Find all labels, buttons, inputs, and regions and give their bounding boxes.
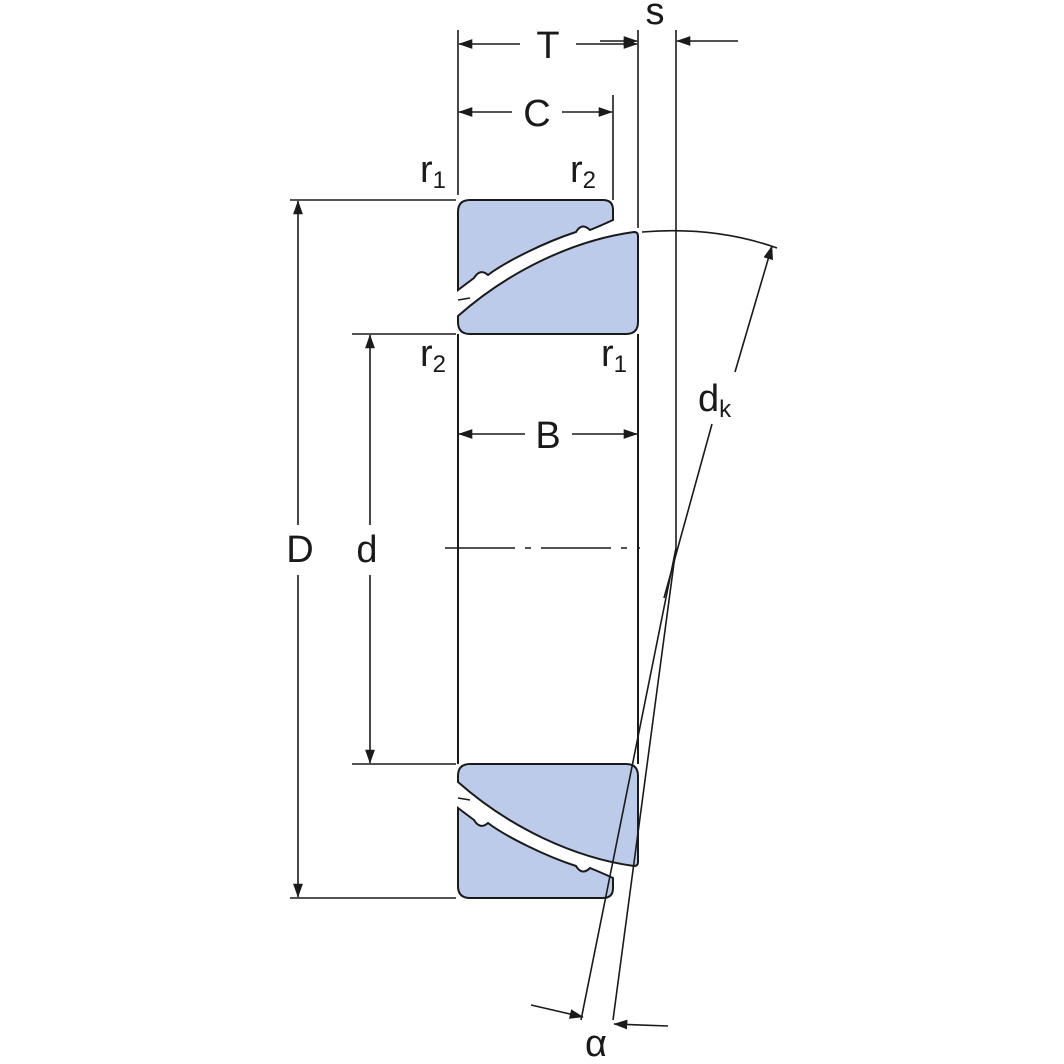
dimension-arrows xyxy=(293,36,773,1030)
label-r2-bottom: r2 xyxy=(420,333,446,378)
top-section xyxy=(457,199,639,335)
bottom-section xyxy=(457,763,639,899)
bottom-inner-ring xyxy=(457,763,639,868)
label-r1-top: r1 xyxy=(420,149,446,194)
label-T: T xyxy=(536,25,559,67)
label-B: B xyxy=(535,415,560,457)
top-inner-ring xyxy=(457,230,639,335)
label-r1-bottom: r1 xyxy=(601,333,627,378)
label-alpha: α xyxy=(585,1023,607,1064)
label-C: C xyxy=(523,93,550,135)
label-d: d xyxy=(356,529,377,571)
bottom-outer-ring xyxy=(457,806,614,899)
contact-angle-lines xyxy=(580,229,778,1021)
label-dk: dk xyxy=(698,378,732,423)
label-D: D xyxy=(286,529,313,571)
dk-dimension-upper xyxy=(734,245,773,373)
dk-dimension-lower xyxy=(663,423,713,599)
top-outer-ring xyxy=(457,199,614,292)
alpha-arrow-right xyxy=(613,1019,669,1030)
label-r2-top: r2 xyxy=(570,149,596,194)
alpha-arrow-left xyxy=(530,1004,584,1019)
extension-lines xyxy=(290,30,677,899)
bearing-bore xyxy=(457,334,639,764)
label-s: s xyxy=(646,0,665,33)
dimension-labels: T s C r1 r2 r2 r1 B D d dk α xyxy=(286,0,732,1064)
